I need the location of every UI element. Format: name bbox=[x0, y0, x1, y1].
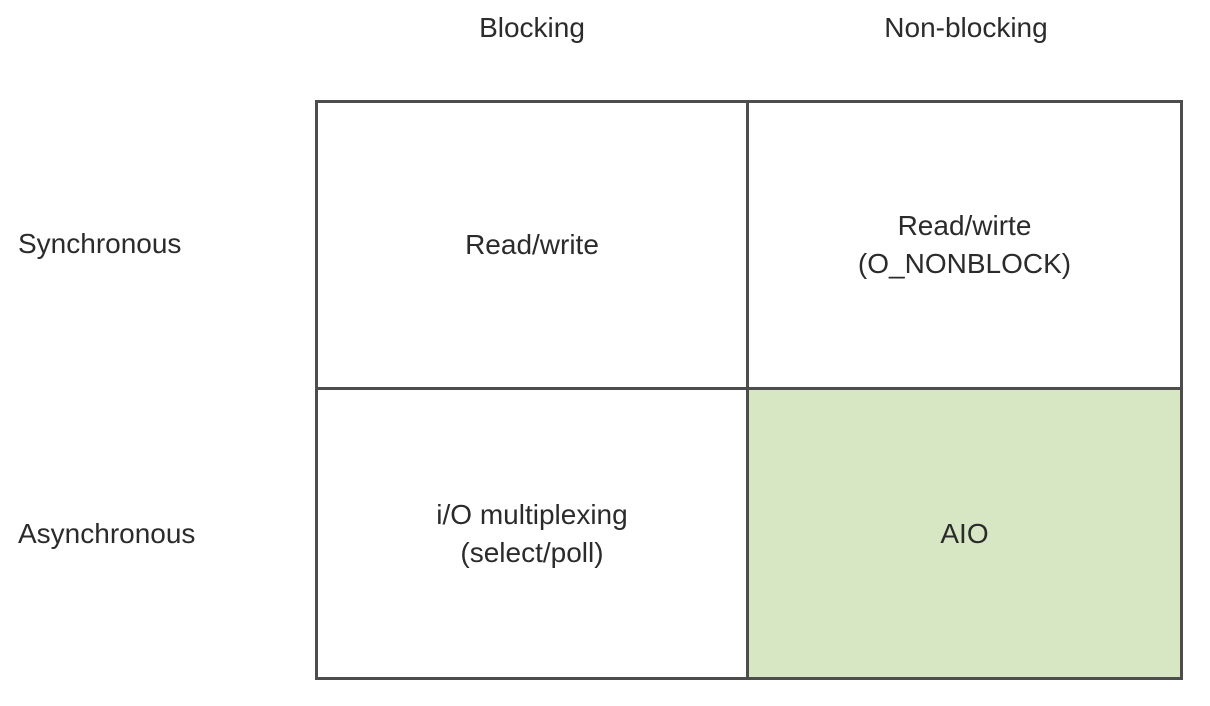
cell-asynchronous-non-blocking: AIO bbox=[749, 390, 1180, 677]
cell-asynchronous-blocking: i/O multiplexing (select/poll) bbox=[318, 390, 749, 677]
row-header-synchronous: Synchronous bbox=[18, 228, 182, 259]
cell-synchronous-non-blocking: Read/wirte (O_NONBLOCK) bbox=[749, 103, 1180, 390]
cell-text: (O_NONBLOCK) bbox=[857, 248, 1072, 279]
column-header-blocking: Blocking bbox=[479, 12, 585, 43]
cell-text: Read/wirte bbox=[897, 210, 1032, 241]
cell-synchronous-blocking: Read/write bbox=[318, 103, 749, 390]
cell-text: i/O multiplexing bbox=[436, 498, 628, 530]
column-header-non-blocking: Non-blocking bbox=[884, 12, 1048, 43]
matrix-grid: Read/write Read/wirte (O_NONBLOCK) i/O m… bbox=[315, 100, 1183, 680]
row-header-asynchronous: Asynchronous bbox=[18, 518, 196, 549]
cell-text: (select/poll) bbox=[460, 536, 604, 568]
cell-text: Read/write bbox=[465, 229, 599, 260]
cell-text: AIO bbox=[940, 517, 989, 549]
